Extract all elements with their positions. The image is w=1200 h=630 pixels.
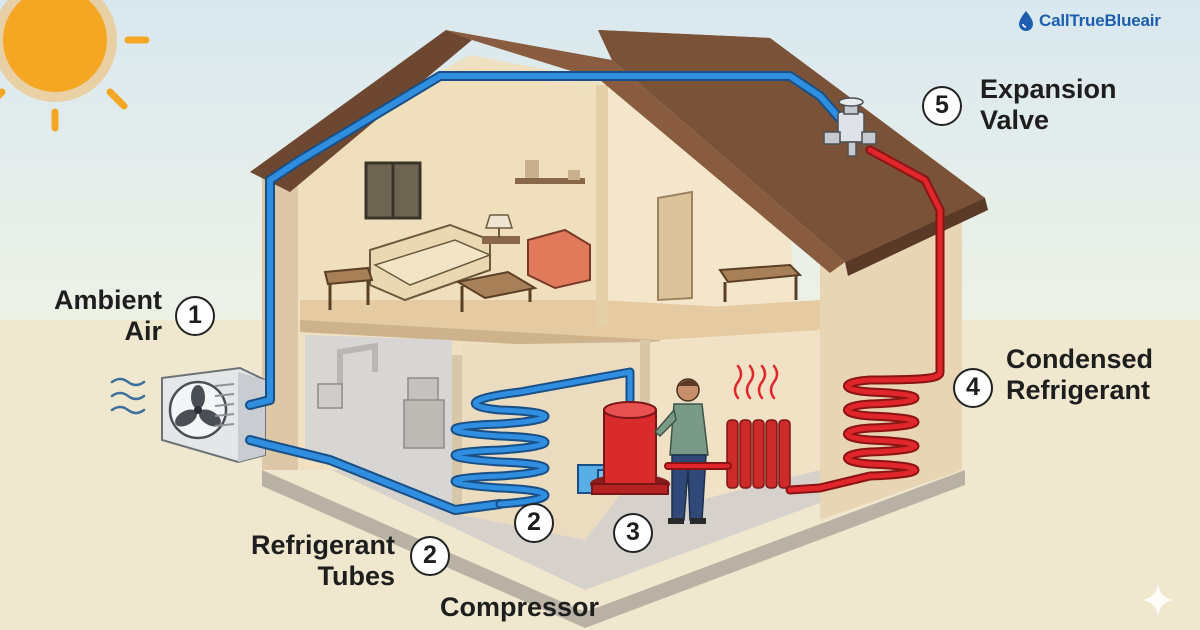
sparkle-icon bbox=[1142, 584, 1174, 616]
label-ambient-air-line2: Air bbox=[124, 316, 162, 346]
badge-1: 1 bbox=[175, 296, 215, 336]
ductwork bbox=[317, 342, 445, 449]
droplet-icon bbox=[1019, 11, 1033, 31]
badge-2-tubes: 2 bbox=[514, 503, 554, 543]
lamp bbox=[482, 214, 520, 244]
desk bbox=[718, 263, 803, 302]
hot-refrigerant-line bbox=[664, 145, 945, 495]
compressor-tank bbox=[590, 401, 670, 495]
label-refrigerant-tubes: Refrigerant Tubes bbox=[220, 530, 395, 592]
label-condensed-refrigerant-line2: Refrigerant bbox=[1006, 375, 1151, 405]
expansion-valve-icon bbox=[823, 97, 877, 157]
side-table bbox=[323, 266, 374, 310]
armchair bbox=[527, 228, 591, 290]
label-expansion-valve-line2: Valve bbox=[980, 105, 1050, 135]
label-condensed-refrigerant: Condensed Refrigerant bbox=[1006, 344, 1153, 406]
badge-5: 5 bbox=[922, 86, 962, 126]
brand-logo[interactable]: CallTrueBlueair bbox=[1017, 8, 1161, 34]
attic-gable bbox=[300, 65, 600, 300]
wall-shelf bbox=[515, 160, 585, 184]
window bbox=[364, 161, 422, 220]
sun-icon bbox=[0, 0, 150, 132]
brand-name: CallTrueBlueair bbox=[1039, 11, 1161, 30]
label-expansion-valve: Expansion Valve bbox=[980, 74, 1117, 136]
outdoor-unit bbox=[161, 366, 266, 464]
label-compressor: Compressor bbox=[440, 592, 600, 622]
label-ambient-air-line1: Ambient bbox=[54, 285, 162, 315]
label-refrigerant-tubes-line2: Tubes bbox=[317, 561, 395, 591]
label-expansion-valve-line1: Expansion bbox=[980, 74, 1117, 104]
sofa bbox=[369, 223, 493, 302]
upper-right-floor bbox=[660, 300, 820, 340]
coffee-table bbox=[455, 270, 538, 312]
badge-3: 3 bbox=[613, 513, 653, 553]
badge-4: 4 bbox=[953, 368, 993, 408]
fan-icon bbox=[175, 385, 221, 427]
door bbox=[657, 190, 693, 302]
badge-2-label: 2 bbox=[410, 536, 450, 576]
label-condensed-refrigerant-line1: Condensed bbox=[1006, 344, 1154, 374]
label-ambient-air: Ambient Air bbox=[40, 285, 162, 347]
cold-refrigerant-line bbox=[245, 71, 853, 515]
heat-waves-icon bbox=[733, 364, 779, 400]
label-refrigerant-tubes-line1: Refrigerant bbox=[250, 530, 395, 560]
partition-upper bbox=[596, 85, 608, 325]
air-waves-icon bbox=[110, 377, 146, 415]
radiator bbox=[726, 419, 791, 489]
